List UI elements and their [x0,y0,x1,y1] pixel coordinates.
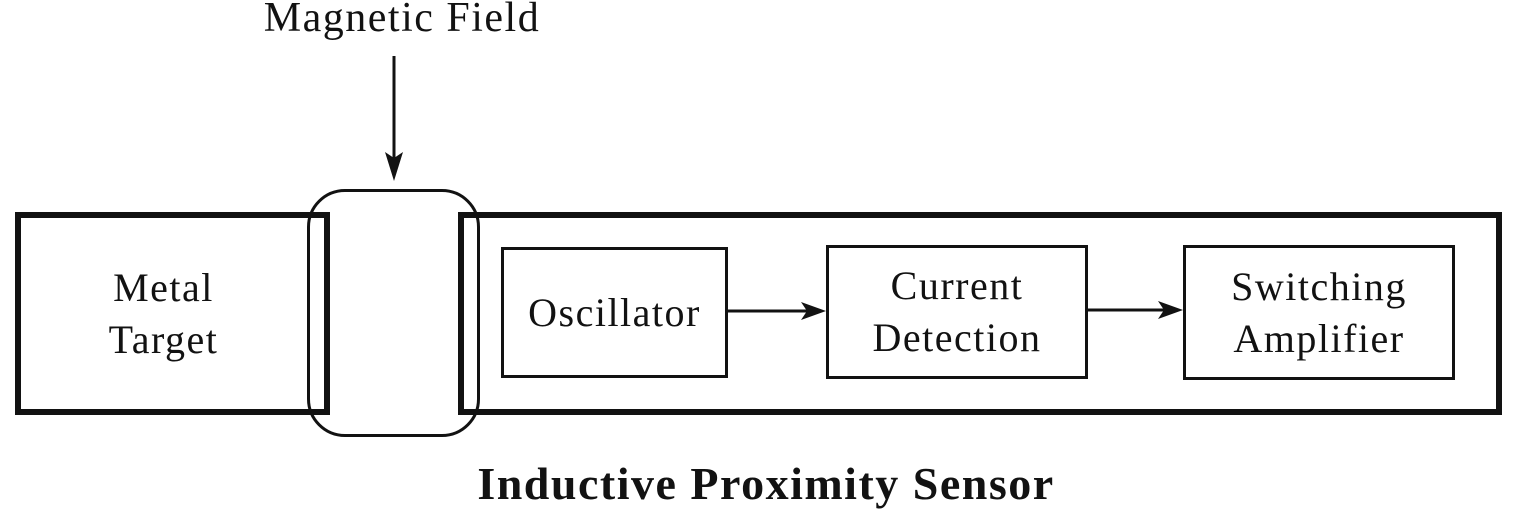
current-detection-box: Current Detection [826,245,1088,379]
oscillator-box: Oscillator [501,247,728,378]
current-detection-label-line2: Detection [872,315,1042,360]
switching-amplifier-label-line1: Switching [1231,263,1407,309]
sensing-coil-outline [307,189,480,437]
sensor-housing-box [458,212,1502,415]
diagram-caption: Inductive Proximity Sensor [477,458,1055,509]
metal-target-label-line2: Target [108,316,219,362]
switching-amplifier-label-line2: Amplifier [1233,315,1405,361]
switching-amplifier-box: Switching Amplifier [1183,245,1455,380]
arrow-magnetic-field-down [385,56,403,181]
oscillator-label: Oscillator [528,289,701,335]
current-detection-label-line1: Current [890,263,1024,308]
metal-target-label-line1: Metal [113,264,214,310]
metal-target-box: Metal Target [15,212,330,415]
arrow-oscillator-to-current-detection [728,302,826,320]
arrow-current-detection-to-switching-amplifier [1088,301,1183,319]
magnetic-field-label: Magnetic Field [263,0,541,41]
